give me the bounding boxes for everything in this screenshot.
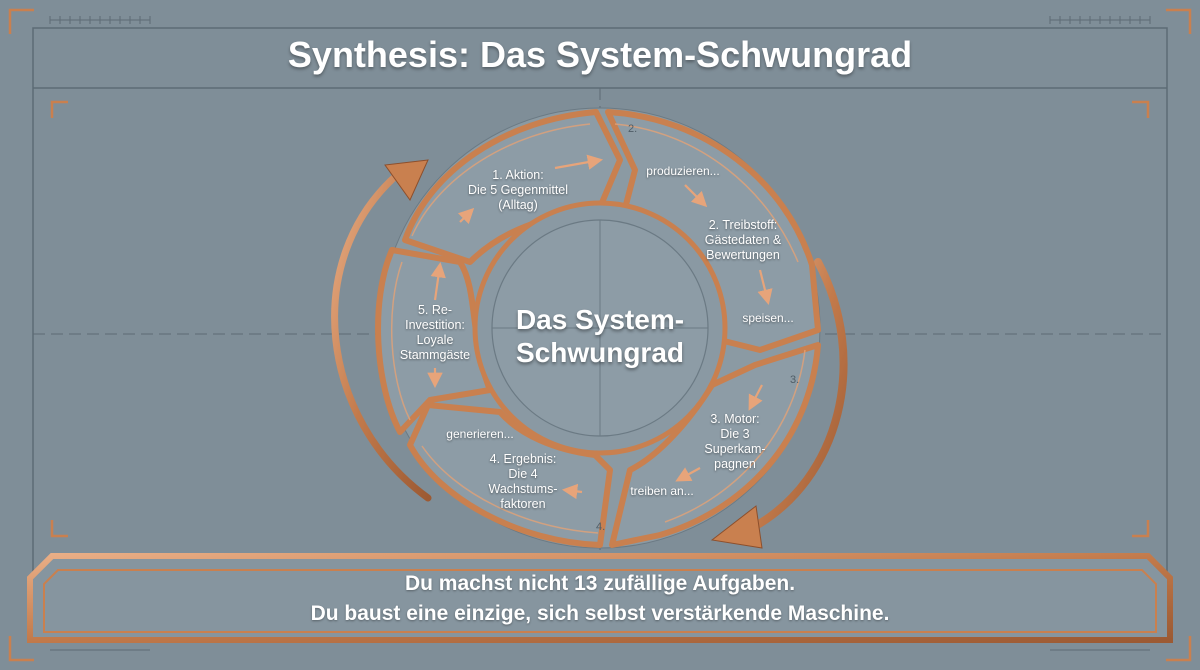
arrow-produce	[684, 184, 708, 208]
arrow-4-out	[561, 483, 583, 500]
arrow-feed	[757, 269, 773, 305]
connector-feed: speisen...	[742, 311, 794, 325]
segment-1	[402, 109, 623, 265]
cycle-arrow-right	[748, 258, 848, 532]
hub-title: Das System- Schwungrad	[515, 304, 685, 368]
segment-number-3: 3.	[790, 374, 799, 386]
cycle-arrow-left-head	[384, 159, 429, 201]
connector-drive: treiben an...	[630, 484, 694, 498]
step-1-label: 1. Aktion: Die 5 Gegenmittel (Alltag)	[467, 168, 569, 212]
cycle-arrow-right-head	[710, 505, 763, 549]
segment-inner-strokes	[390, 123, 806, 534]
footer-line-2: Du baust eine einzige, sich selbst verst…	[310, 602, 890, 625]
arrow-3-in	[748, 384, 763, 411]
arrow-reinvest-up	[430, 261, 446, 301]
step-5-label: 5. Re- Investition: Loyale Stammgäste	[399, 303, 471, 362]
connector-generate: generieren...	[446, 427, 514, 441]
footer-banner	[27, 553, 1173, 643]
arrow-drive	[675, 467, 701, 482]
segment-number-2: 2.	[628, 123, 637, 135]
arrow-1-2	[554, 154, 604, 170]
hub-crosshair	[492, 220, 708, 436]
arrow-to-1	[457, 207, 475, 225]
connector-produce: produzieren...	[646, 164, 720, 178]
step-3-label: 3. Motor: Die 3 Superkam- pagnen	[704, 412, 766, 471]
step-4-label: 4. Ergebnis: Die 4 Wachstums- faktoren	[488, 452, 558, 511]
ruler-ticks	[49, 16, 1151, 651]
footer-line-1: Du machst nicht 13 zufällige Aufgaben.	[404, 572, 796, 595]
small-arrows	[427, 154, 773, 500]
segment-number-4: 4.	[596, 521, 605, 533]
step-2-label: 2. Treibstoff: Gästedaten & Bewertungen	[704, 218, 782, 262]
page-title: Synthesis: Das System-Schwungrad	[287, 34, 913, 75]
corner-brackets	[8, 8, 1192, 662]
cycle-arrow-left	[331, 170, 432, 502]
